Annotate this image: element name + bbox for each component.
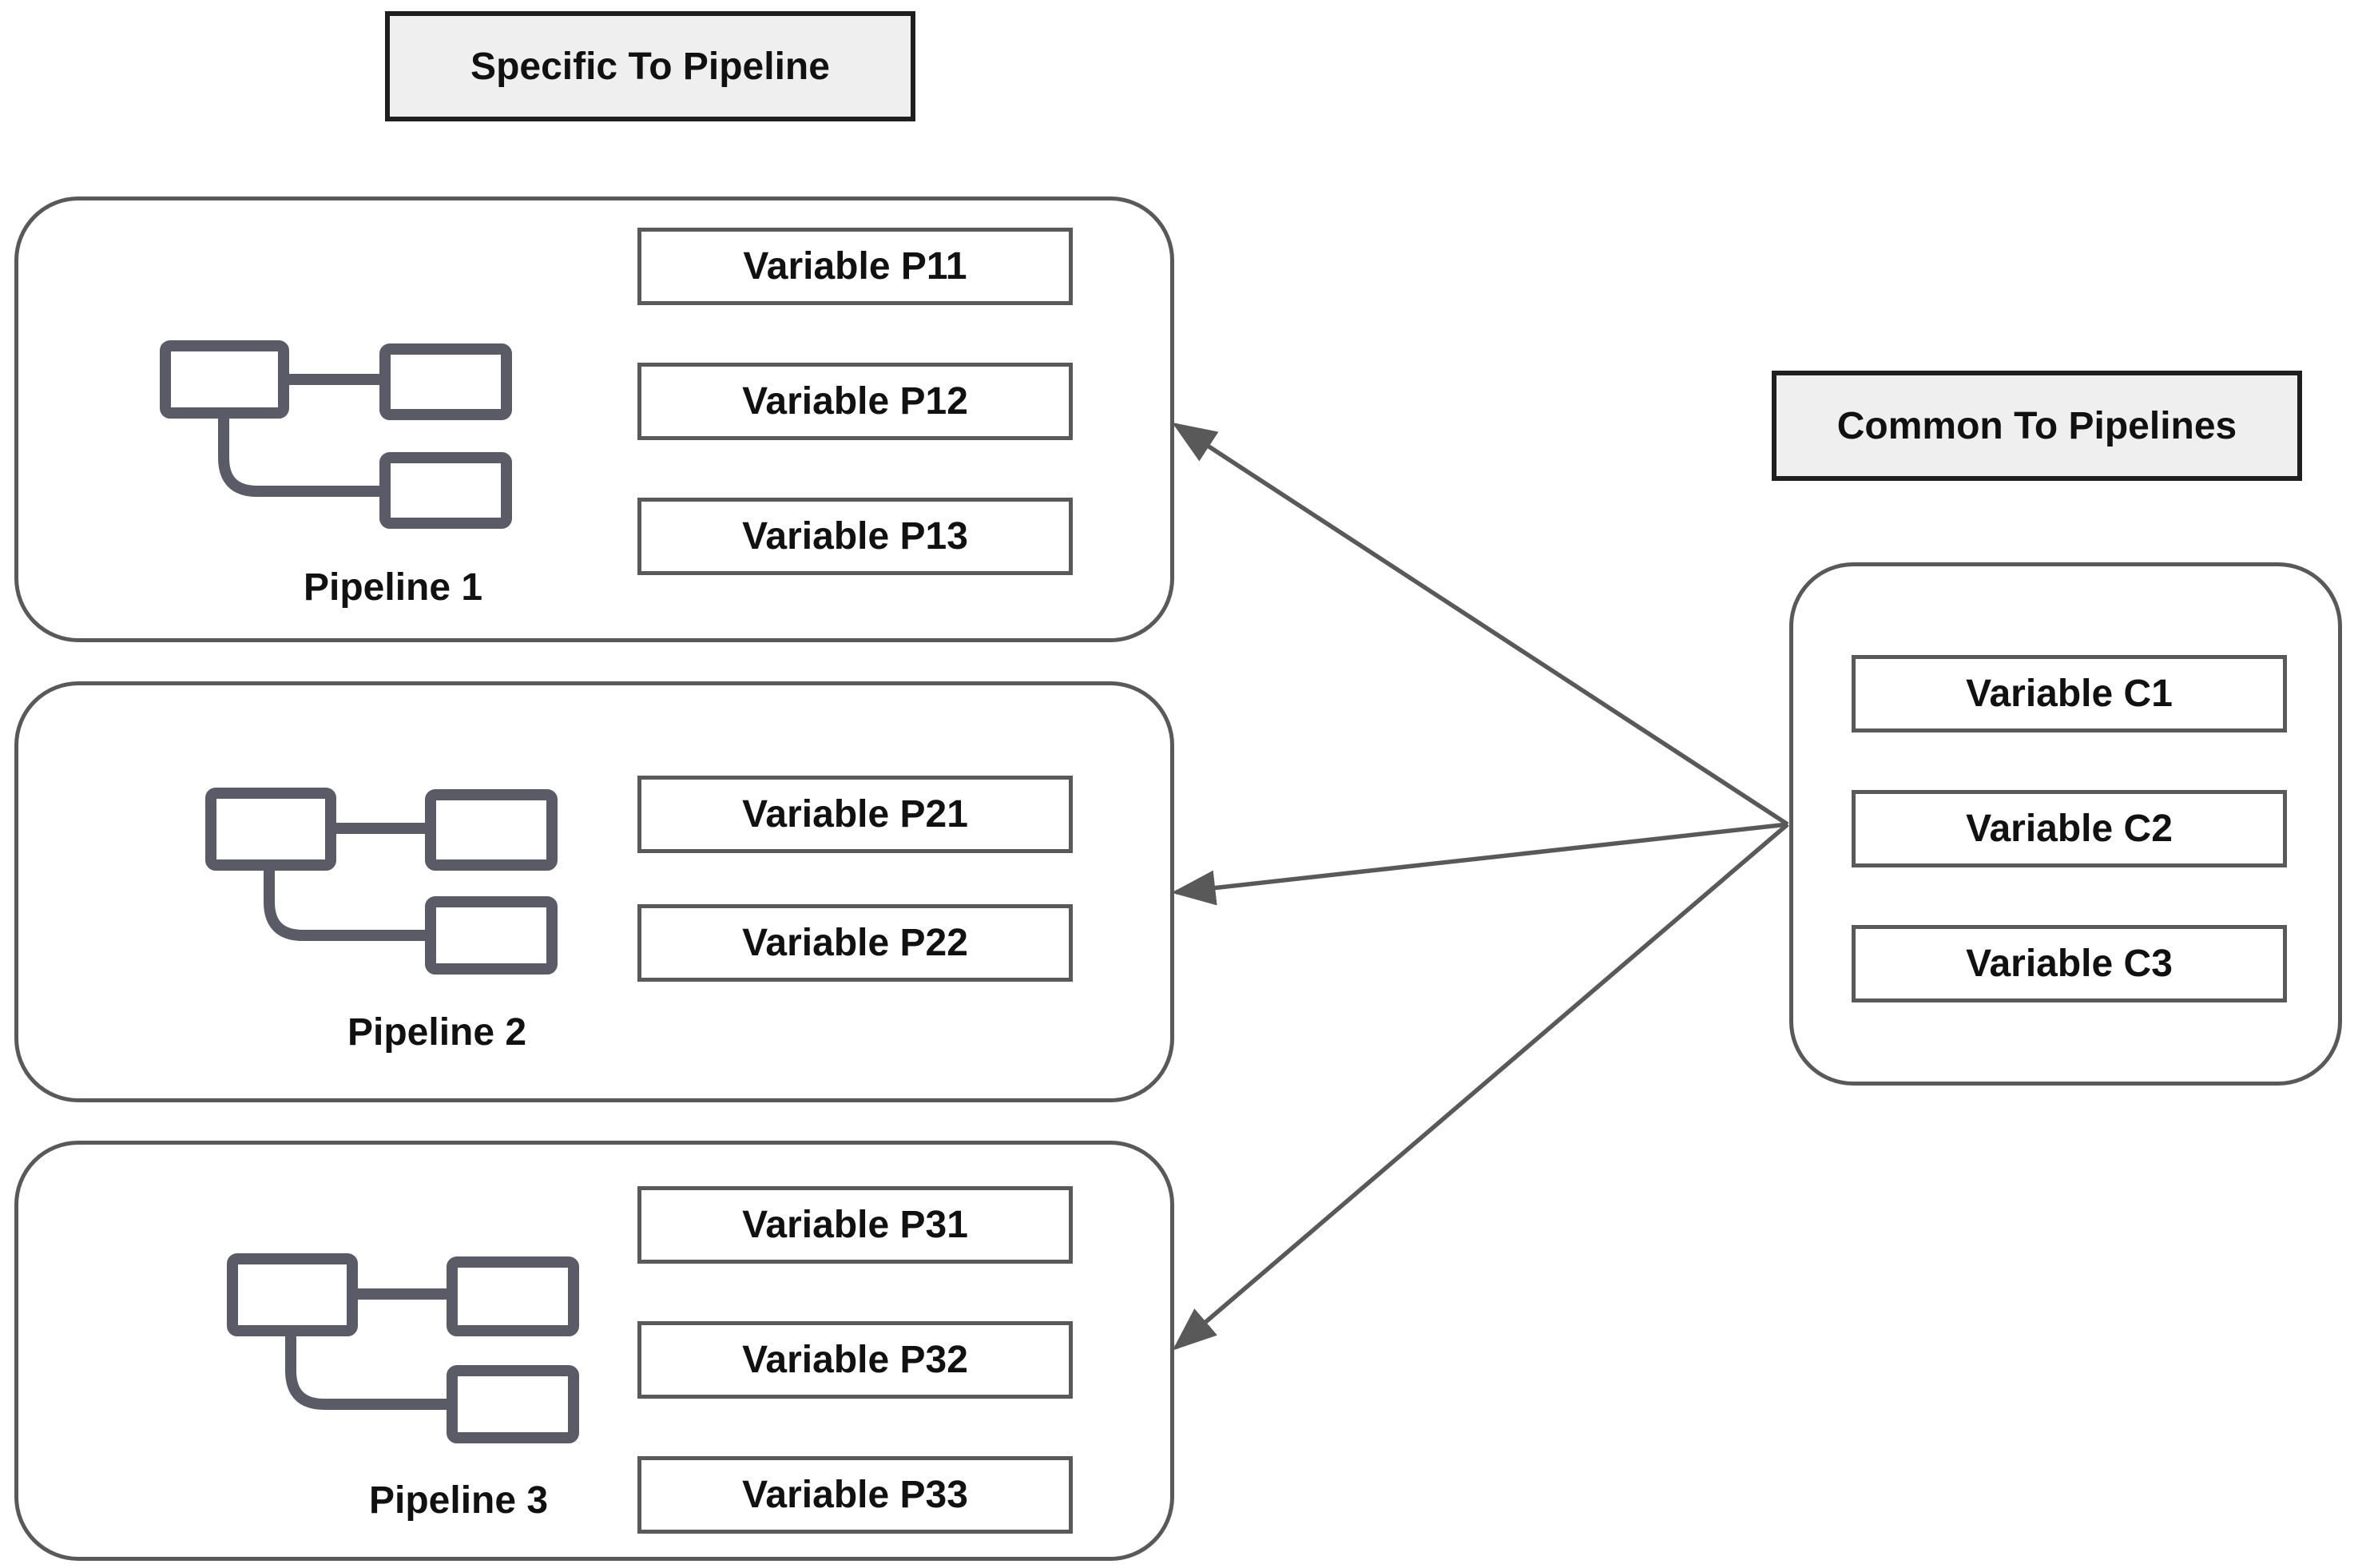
variable-p11-box: Variable P11 bbox=[637, 228, 1073, 305]
pipeline-2-label: Pipeline 2 bbox=[347, 1011, 527, 1054]
variable-p13-box: Variable P13 bbox=[637, 498, 1073, 575]
variable-p22-label: Variable P22 bbox=[742, 922, 968, 964]
pipeline-flow-icon bbox=[227, 1253, 579, 1443]
pipeline-flow-icon bbox=[160, 340, 512, 529]
variable-c3-label: Variable C3 bbox=[1966, 943, 2173, 985]
variable-p11-label: Variable P11 bbox=[743, 245, 967, 288]
pipeline-1-label: Pipeline 1 bbox=[304, 566, 483, 609]
pipeline-flow-icon bbox=[205, 788, 558, 975]
variable-p33-label: Variable P33 bbox=[742, 1474, 968, 1516]
variable-p32-label: Variable P32 bbox=[742, 1339, 968, 1381]
arrow-common-to-pipeline-3 bbox=[1172, 822, 1789, 1351]
pipeline-3-label: Pipeline 3 bbox=[369, 1479, 549, 1522]
arrow-common-to-pipeline-2 bbox=[1171, 822, 1788, 906]
arrow-common-to-pipeline-1 bbox=[1172, 422, 1789, 827]
variable-c2-label: Variable C2 bbox=[1966, 808, 2173, 850]
variable-p31-box: Variable P31 bbox=[637, 1186, 1073, 1264]
variable-p12-label: Variable P12 bbox=[742, 380, 968, 423]
variable-c3-box: Variable C3 bbox=[1852, 925, 2287, 1002]
specific-to-pipeline-header: Specific To Pipeline bbox=[385, 11, 915, 121]
variable-p21-label: Variable P21 bbox=[742, 793, 968, 836]
variable-p22-box: Variable P22 bbox=[637, 904, 1073, 982]
common-to-pipelines-header: Common To Pipelines bbox=[1772, 371, 2302, 481]
common-header-label: Common To Pipelines bbox=[1836, 404, 2237, 447]
pipeline-2-group bbox=[14, 681, 1174, 1102]
variable-c1-label: Variable C1 bbox=[1966, 673, 2173, 715]
variable-p33-box: Variable P33 bbox=[637, 1456, 1073, 1534]
variable-p31-label: Variable P31 bbox=[742, 1204, 968, 1246]
variable-c1-box: Variable C1 bbox=[1852, 655, 2287, 732]
variable-p13-label: Variable P13 bbox=[742, 515, 968, 558]
variable-c2-box: Variable C2 bbox=[1852, 790, 2287, 867]
specific-header-label: Specific To Pipeline bbox=[470, 45, 830, 88]
variable-p21-box: Variable P21 bbox=[637, 776, 1073, 853]
variable-p12-box: Variable P12 bbox=[637, 363, 1073, 440]
variable-p32-box: Variable P32 bbox=[637, 1321, 1073, 1399]
